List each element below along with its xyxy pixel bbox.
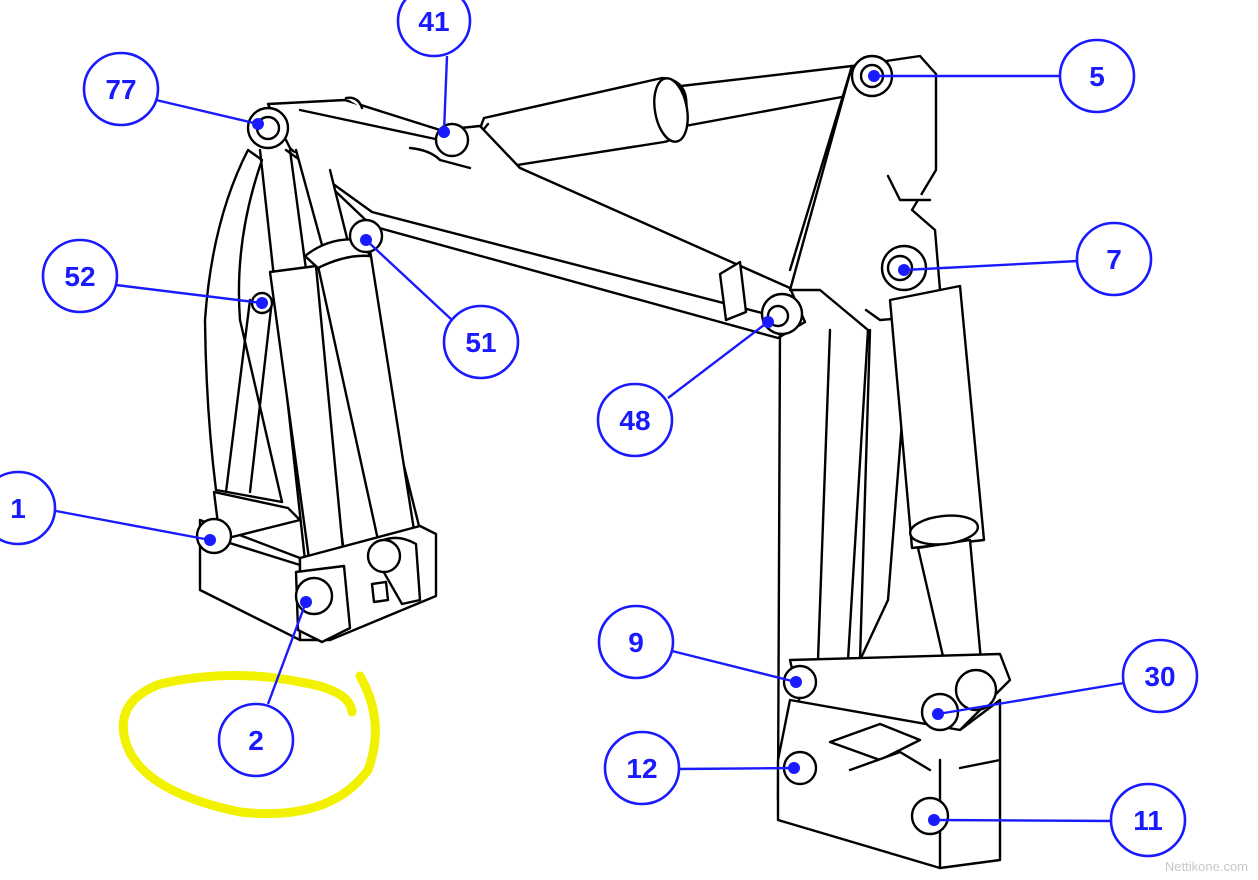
callout-label-12: 12 (626, 753, 657, 784)
callout-11: 11 (1109, 782, 1187, 858)
leader-lines (55, 55, 1125, 823)
callout-48: 48 (596, 382, 674, 458)
callout-label-1: 1 (10, 493, 26, 524)
left-cylinder (268, 238, 416, 568)
callout-2: 2 (217, 702, 295, 778)
callout-77: 77 (82, 51, 160, 127)
callout-label-2: 2 (248, 725, 264, 756)
callout-label-52: 52 (64, 261, 95, 292)
callout-30: 30 (1121, 638, 1199, 714)
callout-52: 52 (41, 238, 119, 314)
right-cylinder (888, 284, 986, 680)
watermark: Nettikone.com (1164, 859, 1248, 874)
pin-2 (294, 576, 334, 616)
callout-label-51: 51 (465, 327, 496, 358)
left-base (198, 490, 438, 644)
callout-label-30: 30 (1144, 661, 1175, 692)
callout-1: 1 (0, 470, 57, 546)
callout-label-11: 11 (1133, 805, 1163, 836)
callout-label-7: 7 (1106, 244, 1122, 275)
callout-label-9: 9 (628, 627, 644, 658)
callout-label-5: 5 (1089, 61, 1105, 92)
callout-bubbles: 77 41 5 7 52 51 48 1 (0, 0, 1199, 858)
highlight-scribble (118, 671, 380, 819)
callout-5: 5 (1058, 38, 1136, 114)
top-hydraulic-cylinder (467, 64, 860, 178)
callout-label-48: 48 (619, 405, 650, 436)
callout-label-41: 41 (418, 6, 449, 37)
callout-12: 12 (603, 730, 681, 806)
callout-label-77: 77 (105, 74, 136, 105)
leader-dots (204, 70, 944, 826)
callout-41: 41 (396, 0, 472, 58)
callout-9: 9 (597, 604, 675, 680)
callout-51: 51 (442, 304, 520, 380)
upper-beam (266, 96, 807, 340)
machine-line-art (195, 54, 1012, 870)
callout-7: 7 (1075, 221, 1153, 297)
